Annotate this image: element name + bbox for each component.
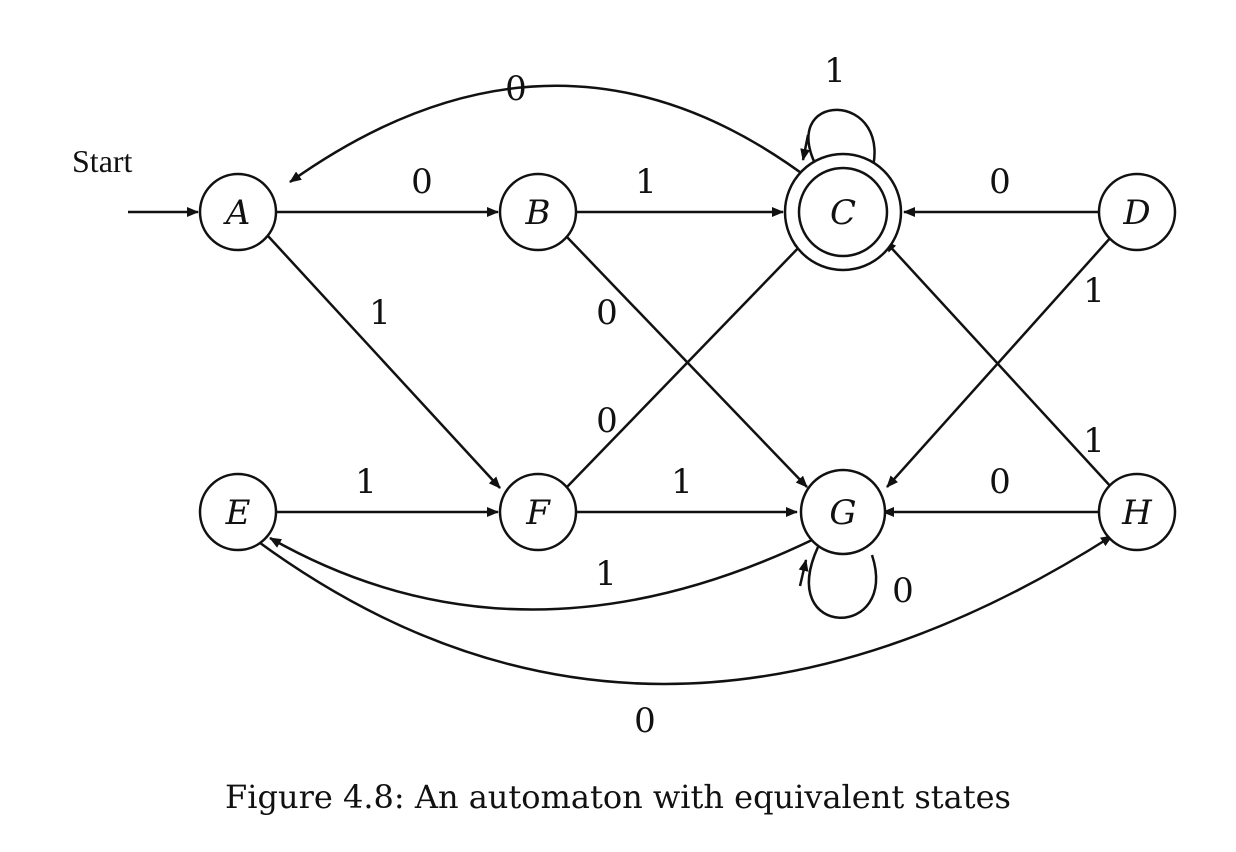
state-c: C [783, 152, 903, 272]
label-d-g: 1 [1083, 271, 1105, 311]
svg-text:C: C [830, 193, 856, 233]
state-f: F [498, 472, 578, 552]
state-b: B [498, 172, 578, 252]
edge-f-c [565, 240, 806, 489]
edge-h-c [884, 240, 1113, 489]
svg-text:F: F [525, 493, 551, 533]
state-g: G [799, 468, 887, 556]
label-f-g: 1 [671, 462, 693, 502]
label-h-c: 1 [1083, 421, 1105, 461]
edge-g-g-arrowhead [798, 559, 809, 587]
label-e-h: 0 [634, 701, 656, 741]
start-label: Start [72, 143, 133, 179]
label-c-a: 0 [505, 69, 527, 109]
edge-d-g [886, 235, 1113, 488]
svg-text:D: D [1122, 193, 1150, 233]
label-e-f: 1 [355, 462, 377, 502]
label-h-g: 0 [989, 462, 1011, 502]
label-a-f: 1 [369, 293, 391, 333]
edge-g-e [269, 536, 813, 611]
state-h: H [1097, 472, 1177, 552]
edge-g-g [807, 546, 878, 619]
edge-a-f [267, 235, 501, 489]
state-a: A [198, 172, 278, 252]
svg-text:H: H [1121, 493, 1153, 533]
figure-caption: Figure 4.8: An automaton with equivalent… [225, 778, 1011, 816]
svg-text:A: A [223, 193, 251, 233]
edge-b-g [565, 235, 808, 488]
state-e: E [198, 472, 278, 552]
edge-e-h [255, 534, 1113, 686]
label-b-g: 0 [596, 293, 618, 333]
state-d: D [1097, 172, 1177, 252]
label-g-g: 0 [892, 571, 914, 611]
edge-c-c-arrowhead [800, 134, 811, 161]
edge-c-c [807, 108, 876, 179]
svg-text:B: B [525, 193, 551, 233]
edge-c-a [289, 84, 813, 184]
label-f-c: 0 [596, 401, 618, 441]
label-a-b: 0 [411, 162, 433, 202]
label-c-c: 1 [824, 51, 846, 91]
label-b-c: 1 [635, 162, 657, 202]
label-g-e: 1 [595, 554, 617, 594]
label-d-c: 0 [989, 162, 1011, 202]
svg-text:E: E [225, 493, 251, 533]
svg-text:G: G [829, 493, 856, 533]
